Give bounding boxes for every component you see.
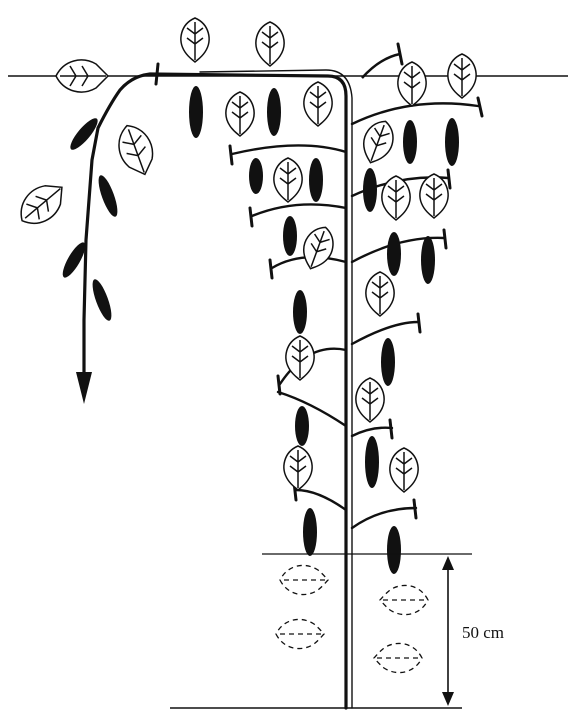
leaf [226,92,254,136]
fruit [387,232,401,276]
leaf [12,175,72,233]
leaf [398,62,426,106]
measurement-arrow [442,556,454,706]
leaf [304,82,332,126]
leaf [284,446,312,490]
fruit [89,277,115,322]
fruit [363,168,377,212]
leaf [274,158,302,202]
leaf [366,272,394,316]
leaf [420,174,448,218]
fruit [293,290,307,334]
fruit [445,118,459,166]
leaf [382,176,410,220]
fruit [189,86,203,138]
fruit [309,158,323,202]
fruit [365,436,379,488]
fruit [421,236,435,284]
downward-arrow-head [76,372,92,404]
fruit [403,120,417,164]
fruit [295,406,309,446]
leaf [56,60,108,92]
fruit [249,158,263,194]
leaf [357,117,399,168]
leaf [256,22,284,66]
leaf [286,336,314,380]
cucumber-fruits [59,86,459,574]
leaf [356,378,384,422]
fruit [95,173,121,218]
fruit [387,526,401,574]
leaf [390,448,418,492]
leaf [448,54,476,98]
fruit [267,88,281,136]
right-upper-branch [362,54,400,78]
leaf [297,223,339,274]
leaf [112,120,160,180]
branch-tip-pruning-marks [230,98,482,518]
fruit [283,216,297,256]
leaf [181,18,209,62]
measurement-label: 50 cm [462,623,504,642]
fruit [381,338,395,386]
fruit [303,508,317,556]
